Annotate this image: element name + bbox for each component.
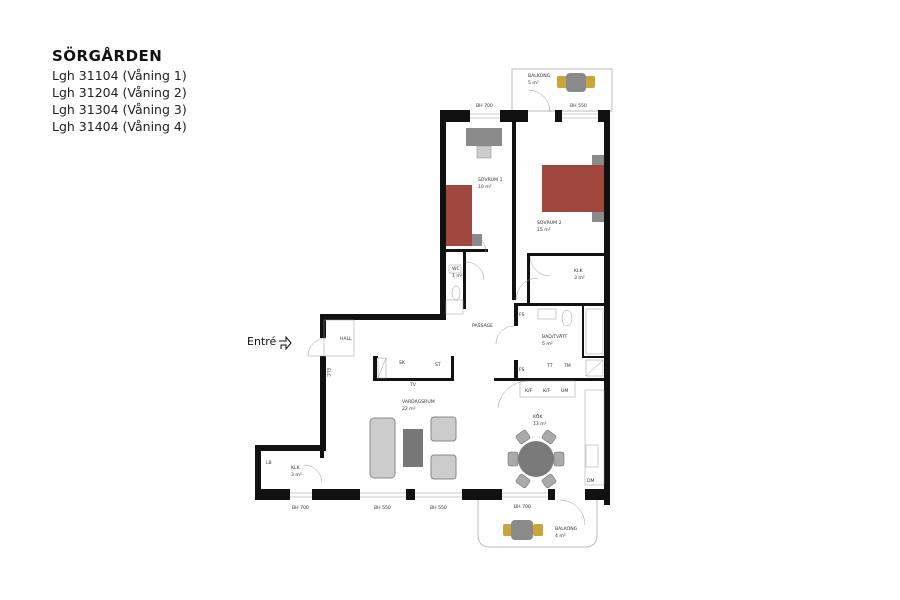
svg-text:BAD/TVÄTT: BAD/TVÄTT <box>542 333 568 340</box>
svg-text:SOVRUM 2: SOVRUM 2 <box>537 220 562 226</box>
svg-text:BH 550: BH 550 <box>570 103 587 109</box>
svg-text:FS: FS <box>519 312 525 318</box>
svg-text:UM: UM <box>561 388 568 394</box>
desk-chair <box>476 145 492 159</box>
svg-text:BALKONG: BALKONG <box>555 526 578 532</box>
svg-text:10 m²: 10 m² <box>478 184 492 190</box>
svg-text:LB: LB <box>266 460 272 466</box>
svg-text:5 m²: 5 m² <box>542 341 553 347</box>
svg-text:VARDAGSRUM: VARDAGSRUM <box>402 399 435 405</box>
svg-text:1 m²: 1 m² <box>452 273 463 279</box>
unit-label: Lgh 31304 (Våning 3) <box>52 102 187 117</box>
svg-text:15 m²: 15 m² <box>537 227 551 233</box>
dining-table <box>507 429 565 489</box>
svg-text:KÖK: KÖK <box>533 413 543 420</box>
svg-text:KLK: KLK <box>574 268 584 274</box>
svg-text:DM: DM <box>587 478 595 484</box>
unit-label: Lgh 31404 (Våning 4) <box>52 119 187 134</box>
svg-text:4 m²: 4 m² <box>555 533 566 539</box>
balcony-table-bottom <box>503 520 543 540</box>
svg-text:TM: TM <box>563 363 571 369</box>
walls <box>255 110 610 505</box>
svg-text:3 m²: 3 m² <box>574 275 585 281</box>
svg-text:BH 700: BH 700 <box>514 504 531 510</box>
desk <box>466 128 502 146</box>
nightstand <box>592 155 604 165</box>
svg-text:K/F: K/F <box>543 388 551 394</box>
bed-sovrum2 <box>542 165 604 212</box>
svg-text:13 m²: 13 m² <box>533 421 547 427</box>
svg-text:TV: TV <box>409 382 417 388</box>
unit-label: Lgh 31104 (Våning 1) <box>52 68 187 83</box>
windows <box>290 113 598 498</box>
svg-text:BALKONG: BALKONG <box>528 73 551 79</box>
entrance-marker: Entré <box>247 335 292 351</box>
entrance-arrow-icon <box>279 335 292 351</box>
nightstand <box>472 234 482 246</box>
svg-text:ST: ST <box>435 362 441 368</box>
elc-label: ELC <box>325 368 331 377</box>
svg-text:BH 700: BH 700 <box>292 505 309 511</box>
bathroom-fixtures <box>323 264 604 379</box>
room-labels: BALKONG 5 m² BH 700 BH 550 SOVRUM 1 10 m… <box>266 73 595 539</box>
balcony-bottom <box>477 500 598 548</box>
svg-text:SK: SK <box>399 360 406 366</box>
svg-text:KLK: KLK <box>291 465 301 471</box>
svg-text:3 m²: 3 m² <box>291 472 302 478</box>
unit-label: Lgh 31204 (Våning 2) <box>52 85 187 100</box>
balcony-table-top <box>557 73 595 92</box>
svg-text:K/F: K/F <box>525 388 533 394</box>
svg-text:BH 550: BH 550 <box>374 505 391 511</box>
svg-text:WC: WC <box>452 266 460 272</box>
svg-text:HALL: HALL <box>340 336 352 342</box>
svg-text:5 m²: 5 m² <box>528 80 539 86</box>
svg-text:SOVRUM 1: SOVRUM 1 <box>478 177 503 183</box>
title-block: SÖRGÅRDEN Lgh 31104 (Våning 1) Lgh 31204… <box>52 47 187 135</box>
svg-text:Entré: Entré <box>247 335 277 348</box>
svg-text:22 m²: 22 m² <box>402 406 416 412</box>
kitchen-counter <box>519 380 605 486</box>
nightstand <box>592 212 604 222</box>
project-title: SÖRGÅRDEN <box>52 47 163 65</box>
svg-text:TT: TT <box>546 363 553 369</box>
balcony-top <box>511 68 613 112</box>
sofa <box>369 416 457 480</box>
bed-sovrum1 <box>446 185 472 246</box>
svg-text:FS: FS <box>519 367 525 373</box>
svg-text:BH 550: BH 550 <box>430 505 447 511</box>
svg-text:PASSAGE: PASSAGE <box>472 323 493 329</box>
svg-text:BH 700: BH 700 <box>476 103 493 109</box>
